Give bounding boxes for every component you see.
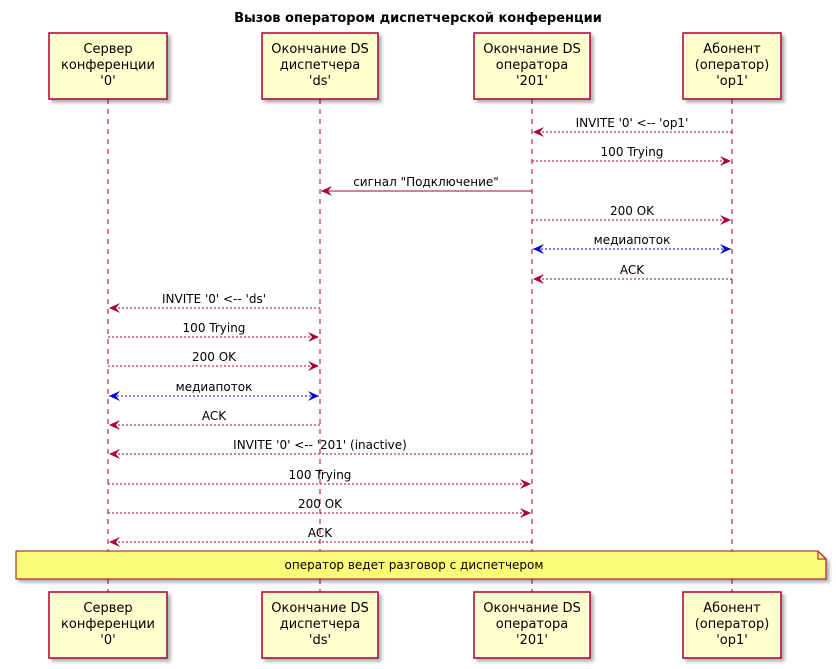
- message: ACK: [109, 526, 532, 547]
- participant-box: [682, 591, 782, 659]
- participant-label-line: Сервер: [83, 601, 132, 616]
- message: 100 Trying: [532, 145, 731, 166]
- participant-op1-bottom: Абонент(оператор)'op1': [682, 591, 782, 659]
- message-label: 200 OK: [298, 497, 343, 511]
- note-text: оператор ведет разговор с диспетчером: [285, 558, 544, 572]
- message: 100 Trying: [108, 321, 319, 342]
- message-label: 100 Trying: [601, 145, 664, 159]
- participant-label-line: оператора: [496, 617, 568, 632]
- participant-label-line: Окончание DS: [483, 42, 581, 57]
- participant-box: [473, 32, 591, 100]
- participant-box: [48, 591, 168, 659]
- participant-label-line: Сервер: [83, 42, 132, 57]
- participant-label-line: оператора: [496, 58, 568, 73]
- message: INVITE '0' <-- 'op1': [533, 116, 732, 137]
- message-label: сигнал "Подключение": [353, 175, 499, 189]
- participant-label-line: Абонент: [703, 42, 761, 57]
- diagram-title: Вызов оператором диспетчерской конференц…: [234, 11, 602, 26]
- message-label: ACK: [202, 409, 227, 423]
- message: 100 Trying: [108, 468, 531, 489]
- message-label: 100 Trying: [289, 468, 352, 482]
- message: 200 OK: [532, 204, 731, 225]
- participant-label-line: 'ds': [309, 633, 331, 648]
- message-label: 200 OK: [610, 204, 655, 218]
- message-label: медиапоток: [594, 233, 671, 247]
- participant-label-line: 'op1': [716, 74, 748, 89]
- message-label: ACK: [308, 526, 333, 540]
- participant-op1-top: Абонент(оператор)'op1': [682, 32, 782, 100]
- participant-box: [682, 32, 782, 100]
- participant-label-line: (оператор): [695, 617, 770, 632]
- participant-box: [261, 32, 379, 100]
- participant-label-line: '0': [100, 633, 115, 648]
- note-box: [15, 550, 827, 580]
- messages: INVITE '0' <-- 'op1' 100 Trying сигнал "По…: [108, 116, 732, 547]
- message: ACK: [109, 409, 320, 430]
- note-fold: [817, 551, 826, 560]
- participant-box: [48, 32, 168, 100]
- message: медиапоток: [533, 233, 731, 254]
- participant-label-line: 'op1': [716, 633, 748, 648]
- participant-label-line: 'ds': [309, 74, 331, 89]
- message: INVITE '0' <-- 'ds': [109, 292, 320, 313]
- participant-label-line: '201': [516, 74, 548, 89]
- message: INVITE '0' <-- '201' (inactive): [109, 438, 532, 459]
- participant-label-line: Абонент: [703, 601, 761, 616]
- lifelines: [107, 99, 733, 592]
- participant-label-line: конференции: [61, 617, 155, 632]
- message: сигнал "Подключение": [321, 175, 532, 196]
- participant-label-line: диспетчера: [280, 58, 361, 73]
- participant-label-line: Окончание DS: [271, 42, 369, 57]
- message: 200 OK: [108, 350, 319, 371]
- message-label: 100 Trying: [183, 321, 246, 335]
- participant-box: [473, 591, 591, 659]
- participant-label-line: '201': [516, 633, 548, 648]
- participant-label-line: Окончание DS: [271, 601, 369, 616]
- message: 200 OK: [108, 497, 531, 518]
- message-label: ACK: [620, 263, 645, 277]
- participant-label-line: диспетчера: [280, 617, 361, 632]
- participant-label-line: конференции: [61, 58, 155, 73]
- message-label: INVITE '0' <-- 'ds': [162, 292, 266, 306]
- message-label: медиапоток: [176, 380, 253, 394]
- message-label: 200 OK: [192, 350, 237, 364]
- participant-label-line: Окончание DS: [483, 601, 581, 616]
- participant-label-line: (оператор): [695, 58, 770, 73]
- note: оператор ведет разговор с диспетчером: [15, 550, 827, 580]
- participant-label-line: '0': [100, 74, 115, 89]
- message-label: INVITE '0' <-- 'op1': [576, 116, 689, 130]
- participant-box: [261, 591, 379, 659]
- message: медиапоток: [109, 380, 319, 401]
- message: ACK: [533, 263, 732, 284]
- message-label: INVITE '0' <-- '201' (inactive): [233, 438, 407, 452]
